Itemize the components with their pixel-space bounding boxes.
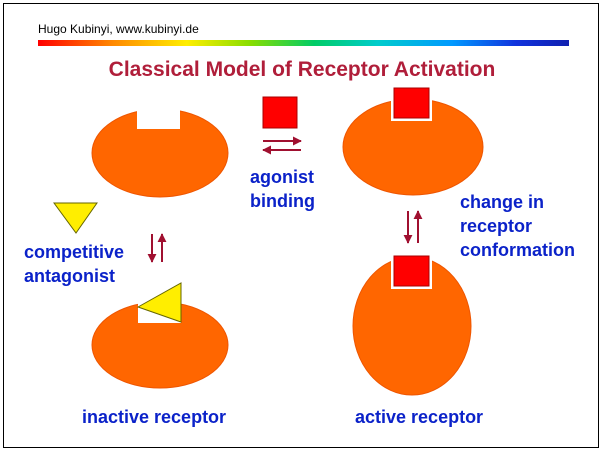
receptor-inactive <box>91 282 229 389</box>
label-conformation-change: change in receptor conformation <box>460 190 575 262</box>
agonist-square <box>262 96 298 129</box>
binding-equilibrium-arrows <box>262 136 302 155</box>
binding-site <box>137 104 180 129</box>
label-active-receptor: active receptor <box>355 407 484 427</box>
label-antagonist-line1: competitive <box>24 242 125 262</box>
slide-frame <box>3 3 599 448</box>
label-conformation-line2: receptor <box>460 216 533 236</box>
label-competitive-antagonist: competitive antagonist <box>24 240 124 288</box>
label-inactive-receptor: inactive receptor <box>82 407 227 427</box>
slide-title: Classical Model of Receptor Activation <box>108 58 496 81</box>
receptor-active <box>352 254 472 396</box>
label-agonist-line2: binding <box>250 191 315 211</box>
antagonist-equilibrium-arrows <box>147 233 167 263</box>
bound-agonist <box>393 87 430 119</box>
conformation-equilibrium-arrows <box>403 210 423 244</box>
receptor-unbound <box>91 104 229 198</box>
receptor-agonist-bound <box>342 86 484 196</box>
label-conformation-line1: change in <box>460 192 545 212</box>
author-credit: Hugo Kubinyi, www.kubinyi.de <box>38 22 199 36</box>
label-agonist-line1: agonist <box>250 167 315 187</box>
label-conformation-line3: conformation <box>460 240 575 260</box>
label-antagonist-line2: antagonist <box>24 266 116 286</box>
label-agonist-binding: agonist binding <box>250 165 315 213</box>
bound-agonist-active <box>393 255 430 287</box>
rainbow-divider <box>38 40 569 46</box>
antagonist-triangle <box>53 202 98 234</box>
bound-antagonist <box>136 282 182 323</box>
